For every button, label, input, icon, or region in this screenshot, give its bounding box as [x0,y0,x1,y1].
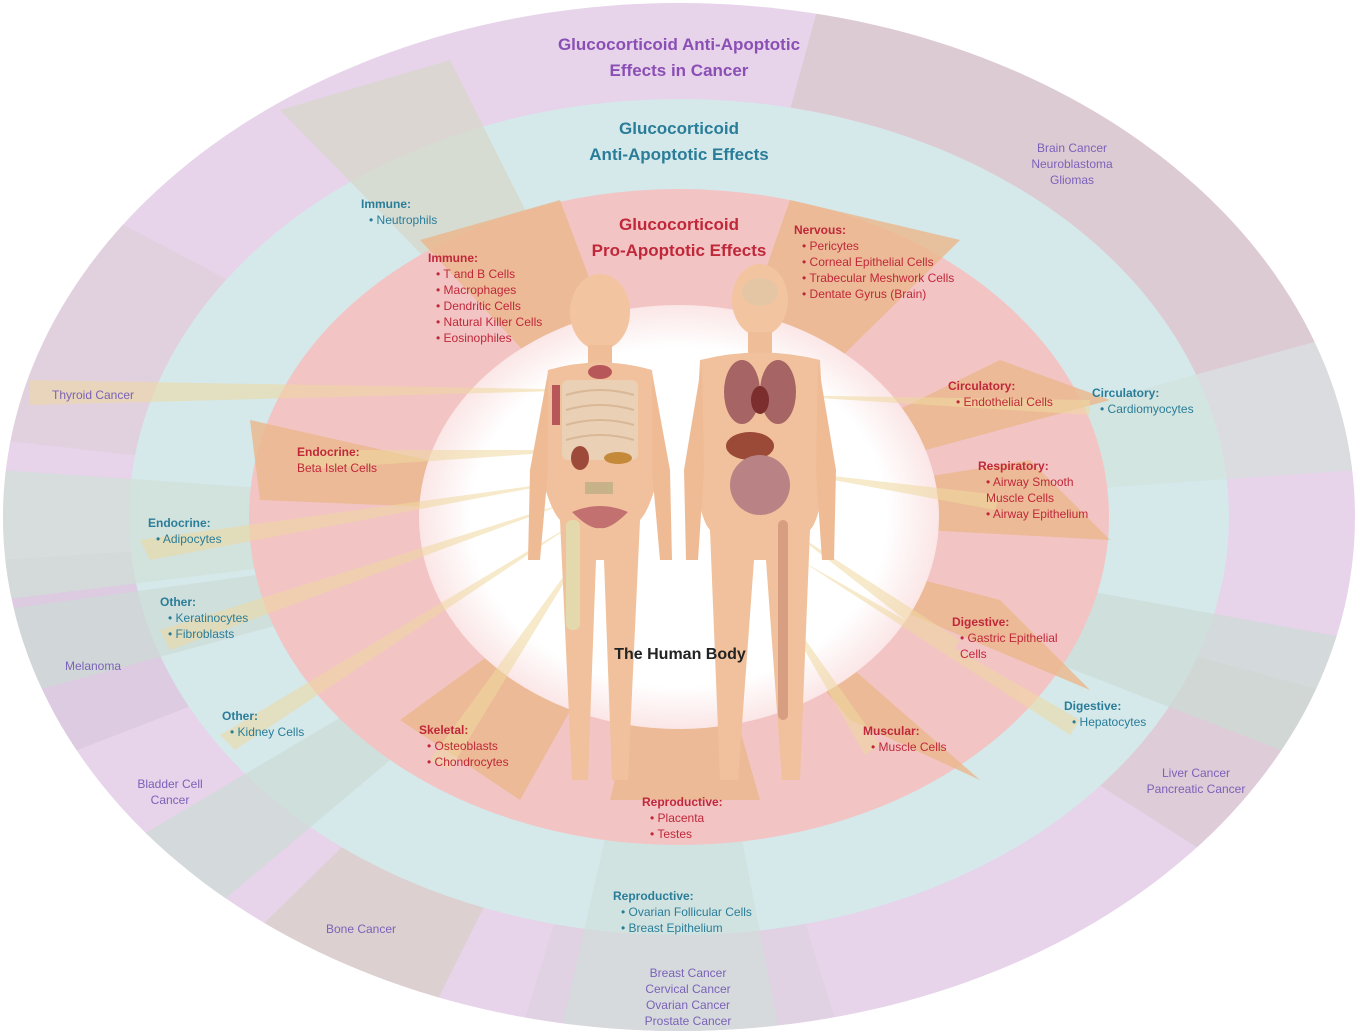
anti-other-label-1: Other: • Keratinocytes • Fibroblasts [160,594,248,642]
cancer-label-thyroid: Thyroid Cancer [38,387,148,403]
pro-endocrine-label: Endocrine: Beta Islet Cells [297,444,377,476]
pro-digestive-label: Digestive: • Gastric Epithelial Cells [952,614,1060,662]
cancer-label-brain: Brain Cancer Neuroblastoma Gliomas [1010,140,1134,188]
cancer-label-liver: Liver Cancer Pancreatic Cancer [1128,765,1264,797]
middle-ring-title: Glucocorticoid Anti-Apoptotic Effects [499,116,859,168]
outer-ring-title: Glucocorticoid Anti-Apoptotic Effects in… [479,32,879,84]
anti-reproductive-label: Reproductive: • Ovarian Follicular Cells… [613,888,752,936]
cancer-label-bone: Bone Cancer [306,921,416,937]
anti-digestive-label: Digestive: • Hepatocytes [1064,698,1146,730]
anti-other-label-2: Other: • Kidney Cells [222,708,304,740]
cancer-label-bladder: Bladder Cell Cancer [118,776,222,808]
pro-respiratory-label: Respiratory: • Airway Smooth Muscle Cell… [978,458,1088,522]
anti-immune-label: Immune: • Neutrophils [361,196,437,228]
pro-immune-label: Immune: • T and B Cells • Macrophages • … [428,250,542,346]
center-title: The Human Body [580,646,780,664]
pro-nervous-label: Nervous: • Pericytes • Corneal Epithelia… [794,222,954,302]
anti-endocrine-label: Endocrine: • Adipocytes [148,515,222,547]
anti-circulatory-label: Circulatory: • Cardiomyocytes [1092,385,1194,417]
pro-skeletal-label: Skeletal: • Osteoblasts • Chondrocytes [419,722,509,770]
cancer-label-reproductive: Breast Cancer Cervical Cancer Ovarian Ca… [620,965,756,1029]
cancer-label-melanoma: Melanoma [48,658,138,674]
pro-circulatory-label: Circulatory: • Endothelial Cells [948,378,1053,410]
pro-muscular-label: Muscular: • Muscle Cells [863,723,947,755]
pro-reproductive-label: Reproductive: • Placenta • Testes [642,794,723,842]
center-field [419,305,939,729]
